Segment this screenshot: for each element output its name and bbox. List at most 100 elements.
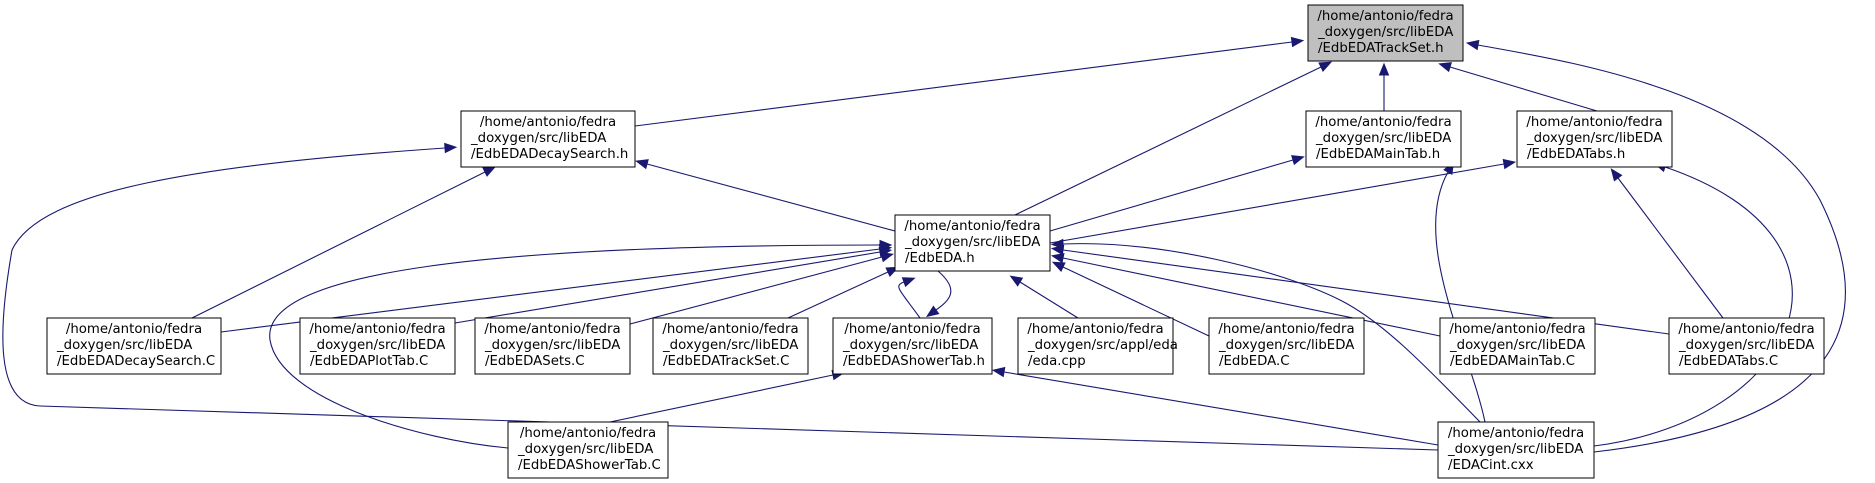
node-label-line: /home/antonio/fedra <box>1218 322 1354 337</box>
edge-tabsH-to-tracksetH <box>1438 62 1598 112</box>
node-maintabH[interactable]: /home/antonio/fedra_doxygen/src/libEDA/E… <box>1305 110 1462 168</box>
edge-line <box>629 256 883 325</box>
edge-cintcxx-to-showertabH <box>991 366 1439 446</box>
edge-cintcxx-to-edaH <box>1050 238 1481 423</box>
node-plottabC[interactable]: /home/antonio/fedra_doxygen/src/libEDA/E… <box>299 317 456 375</box>
node-tabsC[interactable]: /home/antonio/fedra_doxygen/src/libEDA/E… <box>1668 317 1825 375</box>
node-edacpp[interactable]: /home/antonio/fedra_doxygen/src/appl/eda… <box>1017 317 1178 375</box>
edge-line <box>1049 163 1505 244</box>
edge-line <box>2 147 1439 451</box>
node-label-line: /home/antonio/fedra <box>1027 322 1163 337</box>
node-cintcxx[interactable]: /home/antonio/fedra_doxygen/src/libEDA/E… <box>1437 421 1595 479</box>
node-label-line: _doxygen/src/libEDA <box>309 338 445 353</box>
node-label-line: _doxygen/src/libEDA <box>662 338 798 353</box>
node-label-line: /home/antonio/fedra <box>66 322 202 337</box>
node-label-line: /home/antonio/fedra <box>844 322 980 337</box>
node-layer: /home/antonio/fedra_doxygen/src/libEDA/E… <box>46 4 1825 479</box>
arrowhead-icon <box>1051 261 1066 272</box>
node-label-line: /EdbEDA.h <box>905 251 975 266</box>
edge-line <box>935 270 952 311</box>
node-box <box>1307 4 1464 62</box>
node-label-line: /EdbEDAMainTab.C <box>1450 354 1575 369</box>
arrowhead-icon <box>1009 275 1024 287</box>
edge-line <box>1062 243 1481 423</box>
node-showertabC[interactable]: /home/antonio/fedra_doxygen/src/libEDA/E… <box>507 421 669 479</box>
node-label-line: _doxygen/src/libEDA <box>1315 131 1451 146</box>
node-label-line: /home/antonio/fedra <box>904 219 1040 234</box>
edge-showertabC-to-edaH <box>269 239 893 449</box>
node-edaC[interactable]: /home/antonio/fedra_doxygen/src/libEDA/E… <box>1208 317 1365 375</box>
edge-line <box>1477 44 1846 453</box>
node-box <box>46 317 222 375</box>
edge-line <box>1062 257 1441 337</box>
edge-line <box>1593 166 1793 447</box>
arrowhead-icon <box>444 142 458 154</box>
node-box <box>460 110 636 168</box>
node-label-line: /EdbEDADecaySearch.h <box>471 147 628 162</box>
node-label-line: /EdbEDA.C <box>1219 354 1290 369</box>
node-tabsH[interactable]: /home/antonio/fedra_doxygen/src/libEDA/E… <box>1516 110 1673 168</box>
edge-line <box>634 41 1293 127</box>
node-label-line: _doxygen/src/libEDA <box>1678 338 1814 353</box>
node-label-line: /EdbEDAMainTab.h <box>1316 147 1440 162</box>
edge-line <box>191 171 486 319</box>
node-label-line: /home/antonio/fedra <box>1678 322 1814 337</box>
edge-line <box>1435 171 1486 423</box>
node-box <box>652 317 809 375</box>
edge-line <box>898 281 921 319</box>
node-box <box>832 317 993 375</box>
node-box <box>299 317 456 375</box>
node-decayH[interactable]: /home/antonio/fedra_doxygen/src/libEDA/E… <box>460 110 636 168</box>
edge-line <box>1014 66 1322 216</box>
node-setsC[interactable]: /home/antonio/fedra_doxygen/src/libEDA/E… <box>474 317 631 375</box>
node-label-line: /EdbEDAPlotTab.C <box>310 354 428 369</box>
arrowhead-icon <box>1291 155 1305 166</box>
arrowhead-icon <box>1318 61 1333 72</box>
node-label-line: _doxygen/src/libEDA <box>904 235 1040 250</box>
node-box <box>1516 110 1673 168</box>
node-box <box>1439 317 1596 375</box>
node-showertabH[interactable]: /home/antonio/fedra_doxygen/src/libEDA/E… <box>832 317 993 375</box>
edge-decayH-to-tracksetH <box>634 36 1305 127</box>
node-box <box>474 317 631 375</box>
node-label-line: _doxygen/src/libEDA <box>56 338 192 353</box>
node-tracksetC[interactable]: /home/antonio/fedra_doxygen/src/libEDA/E… <box>652 317 809 375</box>
arrowhead-icon <box>482 166 497 177</box>
node-label-line: /home/antonio/fedra <box>1448 426 1584 441</box>
node-decayC[interactable]: /home/antonio/fedra_doxygen/src/libEDA/E… <box>46 317 222 375</box>
edge-cintcxx-to-maintabH <box>1435 161 1486 423</box>
edge-line <box>1617 177 1724 319</box>
node-label-line: _doxygen/src/libEDA <box>842 338 978 353</box>
node-label-line: _doxygen/src/libEDA <box>484 338 620 353</box>
edge-edaH-to-showertabH <box>925 270 952 318</box>
arrowhead-icon <box>1465 39 1480 51</box>
arrowhead-icon <box>1610 168 1623 182</box>
node-box <box>1208 317 1365 375</box>
node-label-line: /home/antonio/fedra <box>520 426 656 441</box>
edge-line <box>1049 159 1294 232</box>
node-label-line: _doxygen/src/libEDA <box>1449 338 1585 353</box>
edge-cintcxx-to-decayH <box>2 142 1439 451</box>
node-label-line: /EdbEDAShowerTab.h <box>843 354 985 369</box>
node-label-line: _doxygen/src/libEDA <box>1447 442 1583 457</box>
node-maintabC[interactable]: /home/antonio/fedra_doxygen/src/libEDA/E… <box>1439 317 1596 375</box>
edge-line <box>646 163 896 232</box>
arrowhead-icon <box>1290 36 1305 48</box>
node-label-line: /home/antonio/fedra <box>1449 322 1585 337</box>
node-box <box>1017 317 1174 375</box>
node-label-line: /home/antonio/fedra <box>484 322 620 337</box>
edge-edacpp-to-edaH <box>1009 275 1079 319</box>
edge-showertabH-to-edaH <box>898 277 921 319</box>
arrowhead-icon <box>1050 238 1064 250</box>
edge-edaH-to-maintabH <box>1049 155 1305 232</box>
edge-tabsC-to-tabsH <box>1610 168 1724 319</box>
edge-edaH-to-tracksetH <box>1014 61 1333 216</box>
node-edaH[interactable]: /home/antonio/fedra_doxygen/src/libEDA/E… <box>894 214 1051 272</box>
node-label-line: /EdbEDATrackSet.C <box>663 354 789 369</box>
edge-line <box>787 271 889 319</box>
node-label-line: _doxygen/src/libEDA <box>470 131 606 146</box>
node-label-line: /EDACint.cxx <box>1448 458 1534 473</box>
node-label-line: /EdbEDADecaySearch.C <box>57 354 215 369</box>
edge-decayC-to-decayH <box>191 166 497 319</box>
